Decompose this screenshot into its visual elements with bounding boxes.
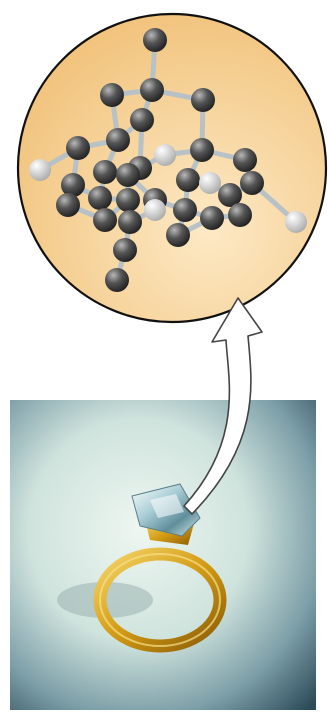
carbon-atom bbox=[173, 198, 197, 222]
carbon-atom bbox=[116, 188, 140, 212]
molecule-backdrop-circle bbox=[18, 14, 326, 322]
carbon-atom bbox=[116, 163, 140, 187]
carbon-atom bbox=[200, 206, 224, 230]
carbon-atom bbox=[105, 268, 129, 292]
carbon-atom bbox=[66, 136, 90, 160]
carbon-atom bbox=[228, 203, 252, 227]
carbon-atom bbox=[106, 128, 130, 152]
ring-photo bbox=[10, 400, 316, 710]
carbon-atom bbox=[118, 210, 142, 234]
hydrogen-atom bbox=[199, 172, 221, 194]
carbon-atom bbox=[140, 78, 164, 102]
carbon-atom bbox=[130, 108, 154, 132]
hydrogen-atom bbox=[144, 199, 166, 221]
carbon-atom bbox=[100, 83, 124, 107]
carbon-atom bbox=[93, 160, 117, 184]
hydrogen-atom bbox=[285, 211, 307, 233]
carbon-atom bbox=[166, 223, 190, 247]
carbon-atom bbox=[88, 186, 112, 210]
carbon-atom bbox=[143, 28, 167, 52]
carbon-atom bbox=[61, 173, 85, 197]
carbon-atom bbox=[190, 138, 214, 162]
carbon-atom bbox=[56, 193, 80, 217]
carbon-atom bbox=[176, 168, 200, 192]
carbon-atom bbox=[113, 238, 137, 262]
molecule-view bbox=[18, 14, 326, 322]
carbon-atom bbox=[233, 148, 257, 172]
hydrogen-atom bbox=[29, 159, 51, 181]
carbon-atom bbox=[240, 171, 264, 195]
carbon-atom bbox=[93, 208, 117, 232]
carbon-atom bbox=[191, 88, 215, 112]
hydrogen-atom bbox=[154, 144, 176, 166]
